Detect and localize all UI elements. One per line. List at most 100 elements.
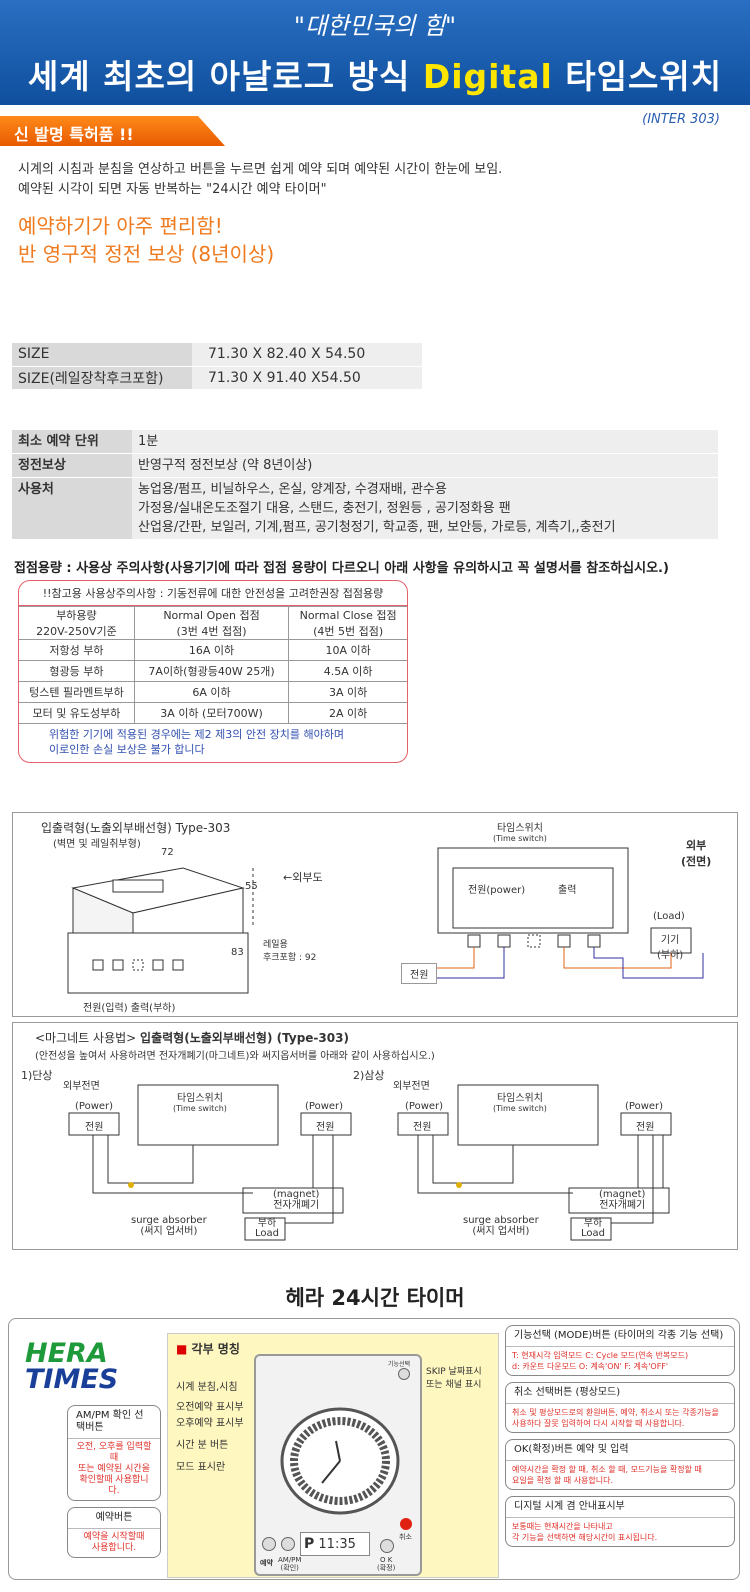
highlight: 예약하기가 아주 편리함! <box>18 214 223 238</box>
description-line: 예약된 시각이 되면 자동 반복하는 "24시간 예약 타이머" <box>18 182 327 197</box>
caution-heading: 접점용량 : 사용상 주의사항(사용기기에 따라 접점 용량이 다르오니 아래 … <box>14 561 669 576</box>
callout-title: OK(확정)버튼 예약 및 입력 <box>506 1440 734 1461</box>
reserve-button[interactable] <box>262 1537 276 1551</box>
size-value: 71.30 X 82.40 X 54.50 <box>192 343 422 367</box>
spec-line: 가정용/실내온도조절기 대용, 스탠드, 충전기, 정원등 , 공기정화용 팬 <box>138 501 511 516</box>
front-label: 외부전면 <box>63 1081 100 1092</box>
cell: 4.5A 이하 <box>288 660 407 682</box>
surge-absorber: surge absorber (써지 업서버) <box>131 1215 207 1237</box>
ok-button[interactable] <box>380 1539 394 1553</box>
headline-post: 타임스위치 <box>552 57 723 96</box>
ampm-label: AM/PM (확인) <box>278 1556 302 1572</box>
cell: 16A 이하 <box>133 639 290 661</box>
cancel-callout: 취소 선택버튼 (평상모드) 취소 및 평상모드로의 환원버튼, 예약, 취소시 … <box>505 1382 735 1433</box>
column-header: 부하용량 220V-250V기준 <box>19 606 135 640</box>
section-heading: ■ 각부 명칭 <box>176 1340 240 1357</box>
load-device: 기기 (부하) <box>657 935 684 961</box>
pm-indicator: P <box>304 1536 315 1552</box>
magnet-contactor: (magnet) 전자개폐기 <box>599 1189 646 1211</box>
cell: 6A 이하 <box>133 681 290 703</box>
patent-badge: 신 발명 특허품 !! <box>0 116 225 146</box>
section-label: 각부 명칭 <box>191 1342 240 1356</box>
power-en: (Power) <box>75 1101 114 1112</box>
surge-absorber: surge absorber (써지 업서버) <box>463 1215 539 1237</box>
cancel-label: 취소 <box>399 1533 412 1541</box>
ts-subtitle: (Time switch) <box>173 1104 227 1113</box>
callout-title: 기능선택 (MODE)버튼 (타이머의 각종 기능 선택) <box>506 1326 734 1347</box>
square-icon: ■ <box>176 1342 188 1356</box>
part-label: SKIP 날짜표시 또는 채널 표시 <box>426 1367 482 1390</box>
description: 시계의 시침과 분침을 연상하고 버튼을 누르면 쉽게 예약 되며 예약된 시간… <box>18 160 502 200</box>
right-callouts: 기능선택 (MODE)버튼 (타이머의 각종 기능 선택) T: 현재시각 입력모… <box>505 1325 735 1547</box>
part-label: 오전예약 표시부 <box>176 1402 244 1413</box>
ampm-button[interactable] <box>281 1537 295 1551</box>
callout-body: 예약을 시작할때 사용합니다. <box>83 1532 145 1553</box>
spec-label: 최소 예약 단위 <box>12 430 132 454</box>
callout-body: 보통때는 현재시간을 나타내고 각 기능을 선택하면 해당시간이 표시됩니다. <box>512 1522 658 1542</box>
highlight: 반 영구적 정전 보상 (8년이상) <box>18 242 275 266</box>
cell: 3A 이하 (모터700W) <box>133 702 290 724</box>
ports-label: 전원(입력) 출력(부하) <box>83 1003 176 1014</box>
dim-rail: 레일용 후크포함 : 92 <box>263 940 317 963</box>
spec-label: 사용처 <box>12 477 132 540</box>
mode-button[interactable] <box>398 1368 410 1380</box>
spec-line: 농업용/펌프, 비닐하우스, 온실, 양계장, 수경재배, 관수용 <box>138 482 447 497</box>
part-label: 시간 분 버튼 <box>176 1440 229 1451</box>
magnet-usage-title: <마그네트 사용법> <box>35 1031 137 1045</box>
cell: 2A 이하 <box>288 702 407 724</box>
spec-value: 1분 <box>132 430 718 454</box>
power-label: 전원 <box>413 1122 432 1133</box>
power-label: 전원 <box>85 1122 104 1133</box>
size-value: 71.30 X 91.40 X54.50 <box>192 366 422 390</box>
cancel-button[interactable] <box>400 1518 412 1530</box>
callout-body: T: 현재시각 입력모드 C: Cycle 모드(연속 반복모드) d: 카운트… <box>512 1351 689 1371</box>
callout-title: 디지털 시계 겸 안내표시부 <box>506 1497 734 1518</box>
model-number: (INTER 303) <box>642 112 720 127</box>
ts-title: 타임스위치 <box>496 823 543 834</box>
size-label: SIZE(레일장착후크포함) <box>12 366 192 390</box>
dim-height: 55 <box>245 881 258 892</box>
warning-line: 이로인한 손실 보상은 불가 합니다 <box>49 743 205 756</box>
cell: 텅스텐 필라멘트부하 <box>19 681 135 703</box>
ts-title: 타임스위치 <box>496 1093 543 1104</box>
callout-body: 오전, 오후를 입력할때 또는 예약된 시간을 확인할때 사용합니다. <box>76 1442 152 1496</box>
load-label: 부하 Load <box>581 1218 605 1239</box>
callout-title: 취소 선택버튼 (평상모드) <box>506 1383 734 1404</box>
outer-view-label: ←외부도 <box>283 871 323 884</box>
caution-note: !!참고용 사용상주의사항 : 기동전류에 대한 안전성을 고려한권장 접점용량 <box>19 581 407 606</box>
power-source: 전원 <box>401 963 438 984</box>
single-phase-label: 1)단상 <box>21 1069 53 1082</box>
logo-text: TIMES <box>25 1364 119 1395</box>
power-en: (Power) <box>405 1101 444 1112</box>
callout-title: AM/PM 확인 선택버튼 <box>68 1406 160 1439</box>
part-label: 오후예약 표시부 <box>176 1418 244 1429</box>
wiring-diagram-2: <마그네트 사용법> 입출력형(노출외부배선형) (Type-303) (안전성… <box>12 1022 738 1250</box>
callout-body: 취소 및 평상모드로의 환원버튼, 예약, 취소시 또는 각종기능을 사용하다 … <box>512 1408 719 1428</box>
dim-width: 72 <box>161 847 174 858</box>
power-label: 전원 <box>316 1122 335 1133</box>
header-banner: "대한민국의 힘" 세계 최초의 아날로그 방식 Digital 타임스위치 <box>0 0 750 105</box>
diagram-title: 입출력형(노출외부배선형) Type-303 <box>41 821 231 835</box>
wiring-schematic <box>433 847 704 979</box>
ts-title: 타임스위치 <box>176 1093 223 1104</box>
mode-callout: 기능선택 (MODE)버튼 (타이머의 각종 기능 선택) T: 현재시각 입력모… <box>505 1325 735 1376</box>
dial-icon <box>280 1407 400 1515</box>
highlights: 예약하기가 아주 편리함! 반 영구적 정전 보상 (8년이상) <box>18 212 274 268</box>
parts-area: ■ 각부 명칭 P 11:35 예약 AM/PM (확인) O K (확정) 취… <box>167 1333 499 1578</box>
slogan: "대한민국의 힘" <box>293 12 457 40</box>
ok-label: O K (확정) <box>377 1556 396 1572</box>
